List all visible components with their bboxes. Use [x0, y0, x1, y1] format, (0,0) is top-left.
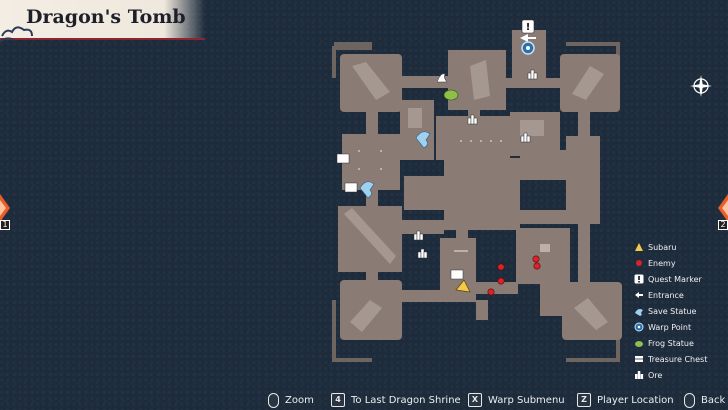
save-statue-icon	[633, 305, 645, 317]
last-dragon-shrine-label: To Last Dragon Shrine	[351, 394, 461, 406]
key-z-icon: Z	[577, 393, 591, 407]
next-floor-button[interactable]: 2	[716, 190, 728, 230]
player-location-label: Player Location	[597, 394, 674, 406]
entrance-icon	[633, 289, 645, 301]
cloud-ornament-icon	[0, 26, 33, 43]
ore-markers	[413, 69, 538, 259]
back-label: Back	[701, 394, 726, 406]
zoom-control[interactable]: Zoom	[268, 392, 314, 408]
shrine-marker	[436, 73, 448, 83]
key-x-icon: X	[468, 393, 482, 407]
warp-point-marker	[521, 41, 535, 55]
save-statue-markers	[359, 131, 431, 199]
legend-item: Warp Point	[633, 320, 691, 334]
mouse-right-click-icon	[684, 392, 695, 408]
legend-item: Save Statue	[633, 304, 696, 318]
subaru-marker-icon	[633, 241, 645, 253]
subaru-marker	[455, 279, 471, 293]
entrance-marker	[520, 34, 536, 42]
warp-submenu-control[interactable]: X Warp Submenu	[468, 393, 565, 407]
quest-marker-icon	[633, 273, 645, 285]
legend-item: Subaru	[633, 240, 677, 254]
next-floor-key: 2	[718, 220, 728, 230]
legend-label: Quest Marker	[648, 274, 702, 284]
legend-label: Frog Statue	[648, 338, 694, 348]
legend-label: Enemy	[648, 258, 676, 268]
legend-label: Ore	[648, 370, 663, 380]
chevron-right-icon	[718, 194, 728, 222]
legend-item: Enemy	[633, 256, 676, 270]
treasure-chest-markers	[336, 153, 464, 280]
legend-item: Quest Marker	[633, 272, 702, 286]
frog-statue-marker	[443, 89, 459, 101]
legend-label: Save Statue	[648, 306, 697, 316]
prev-floor-key: 1	[0, 220, 10, 230]
quest-marker: !	[521, 19, 535, 34]
mouse-wheel-icon	[268, 392, 279, 408]
treasure-chest-icon	[633, 353, 645, 365]
page-title: Dragon's Tomb	[26, 6, 186, 28]
warp-submenu-label: Warp Submenu	[488, 394, 565, 406]
room-details	[358, 140, 550, 252]
svg-text:!: !	[526, 22, 531, 33]
ore-icon	[633, 369, 645, 381]
prev-floor-button[interactable]: 1	[0, 190, 12, 230]
player-location-control[interactable]: Z Player Location	[577, 393, 674, 407]
location-banner: Dragon's Tomb	[0, 0, 205, 43]
back-control[interactable]: Back	[684, 392, 726, 408]
legend-label: Treasure Chest	[648, 354, 708, 364]
frog-statue-icon	[633, 337, 645, 349]
legend-item: Treasure Chest	[633, 352, 707, 366]
legend-item: Ore	[633, 368, 662, 382]
last-dragon-shrine-control[interactable]: 4 To Last Dragon Shrine	[331, 393, 461, 407]
enemy-markers	[487, 255, 541, 296]
zoom-label: Zoom	[285, 394, 314, 406]
legend-label: Subaru	[648, 242, 677, 252]
compass-icon	[690, 75, 712, 97]
legend-item: Entrance	[633, 288, 684, 302]
legend-item: Frog Statue	[633, 336, 694, 350]
legend-label: Warp Point	[648, 322, 692, 332]
floor-shading	[344, 60, 608, 332]
warp-point-icon	[633, 321, 645, 333]
key-4-icon: 4	[331, 393, 345, 407]
control-hints-bar: Zoom 4 To Last Dragon Shrine X Warp Subm…	[0, 390, 728, 410]
enemy-dot-icon	[633, 257, 645, 269]
legend-label: Entrance	[648, 290, 684, 300]
chevron-left-icon	[0, 194, 10, 222]
